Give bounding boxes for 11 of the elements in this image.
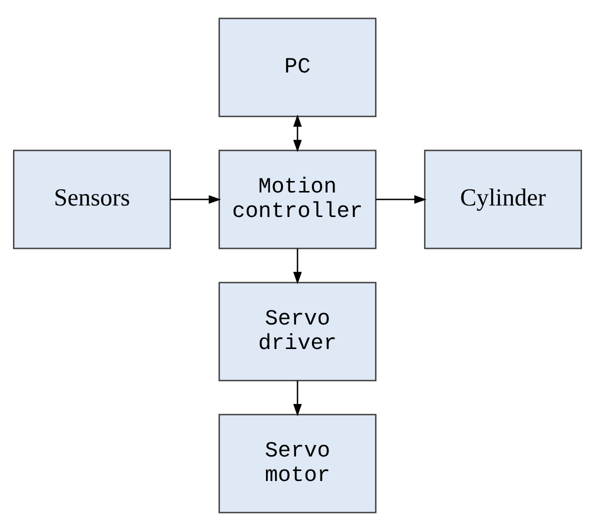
node-box: PC bbox=[218, 18, 376, 118]
node-box: Servo driver bbox=[218, 282, 376, 382]
arrow bbox=[293, 248, 302, 284]
node-box: Motion controller bbox=[218, 150, 376, 250]
node-box: Servo motor bbox=[218, 414, 376, 514]
node-box: Cylinder bbox=[424, 150, 582, 250]
arrow bbox=[293, 380, 302, 416]
arrow bbox=[376, 195, 427, 204]
arrow bbox=[293, 114, 302, 152]
node-box: Sensors bbox=[13, 150, 171, 250]
arrow bbox=[170, 195, 222, 204]
